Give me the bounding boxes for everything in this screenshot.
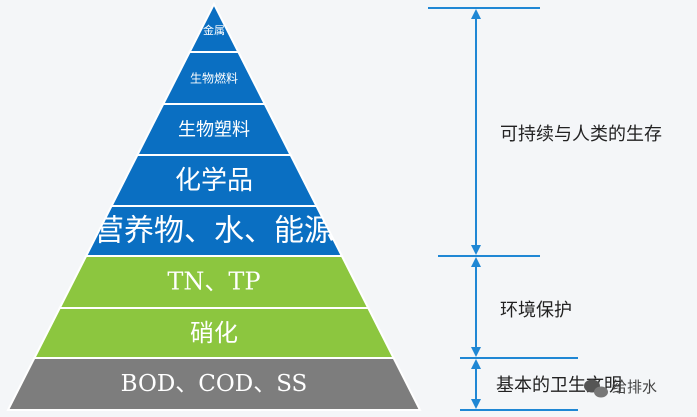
group-label-sustainability: 可持续与人类的生存 xyxy=(500,124,662,145)
level-bod-cod-ss-label: BOD、COD、SS xyxy=(121,371,308,397)
level-bioplastic-label: 生物塑料 xyxy=(178,120,250,141)
level-nutrients-water-energy-label: 营养物、水、能源 xyxy=(94,214,334,249)
level-tn-tp-label: TN、TP xyxy=(167,268,260,296)
level-bod-cod-ss-band xyxy=(6,357,422,411)
level-nitrification-label: 硝化 xyxy=(190,319,238,347)
level-chemicals-label: 化学品 xyxy=(175,166,253,196)
level-biofuel-label: 生物燃料 xyxy=(190,71,238,86)
level-metals-label: 金属 xyxy=(203,23,225,37)
watermark-text: 给排水 xyxy=(612,378,657,396)
group-label-environment: 环境保护 xyxy=(500,300,572,321)
wechat-icon xyxy=(584,379,608,398)
scope-brackets xyxy=(428,7,578,411)
watermark: 给排水 xyxy=(584,378,657,398)
